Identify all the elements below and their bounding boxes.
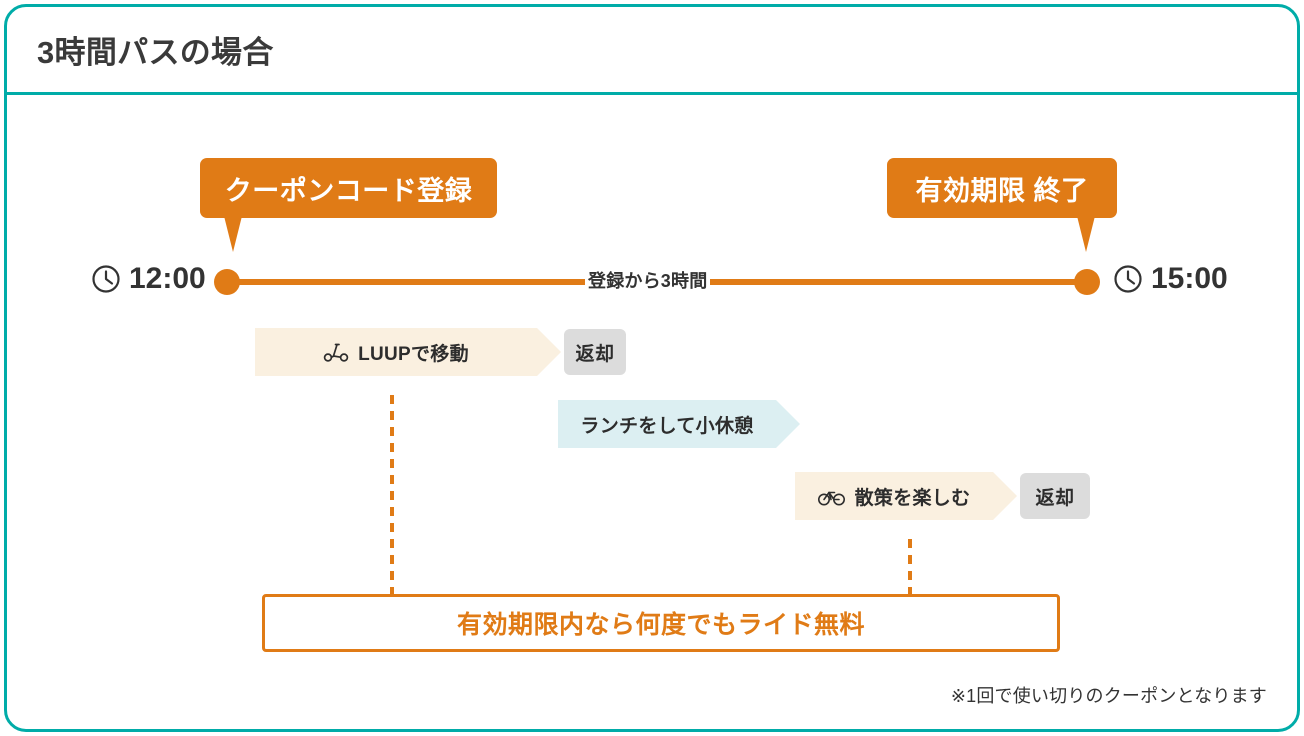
callout-expiry-end: 有効期限 終了 bbox=[887, 158, 1117, 252]
footnote-text: ※1回で使い切りのクーポンとなります bbox=[950, 686, 1267, 706]
activity-label-walk: 散策を楽しむ bbox=[854, 487, 971, 509]
timeline-duration-label: 登録から3時間 bbox=[585, 266, 711, 296]
callout-start-tail bbox=[224, 216, 242, 252]
connector-line-2 bbox=[908, 539, 912, 594]
timeline-end-dot bbox=[1074, 269, 1100, 295]
callout-start-label: クーポンコード登録 bbox=[224, 175, 473, 206]
scooter-icon bbox=[323, 342, 349, 362]
connector-line-1 bbox=[390, 395, 394, 594]
timeline-start-dot bbox=[214, 269, 240, 295]
return-badge-1: 返却 bbox=[564, 329, 626, 375]
timeline-end-time: 15:00 bbox=[1113, 262, 1228, 296]
bicycle-icon bbox=[818, 486, 846, 506]
activity-bar-ride: LUUPで移動 bbox=[255, 328, 561, 376]
highlight-banner: 有効期限内なら何度でもライド無料 bbox=[262, 594, 1060, 652]
timeline-start-time: 12:00 bbox=[91, 262, 206, 296]
return-badge-2: 返却 bbox=[1020, 473, 1090, 519]
callout-end-tail bbox=[1077, 216, 1095, 252]
callout-end-label: 有効期限 終了 bbox=[915, 175, 1089, 206]
info-card: 3時間パスの場合 クーポンコード登録 有効期限 終了 bbox=[4, 4, 1300, 732]
card-header: 3時間パスの場合 bbox=[7, 7, 1297, 95]
end-time-text: 15:00 bbox=[1151, 262, 1228, 295]
activity-label-lunch: ランチをして小休憩 bbox=[580, 415, 754, 437]
activity-bar-lunch: ランチをして小休憩 bbox=[558, 400, 800, 448]
activity-bar-walk: 散策を楽しむ bbox=[795, 472, 1017, 520]
activity-label-ride: LUUPで移動 bbox=[358, 343, 469, 365]
card-body: クーポンコード登録 有効期限 終了 12:00 bbox=[7, 98, 1297, 729]
start-time-text: 12:00 bbox=[129, 262, 206, 295]
page-title: 3時間パスの場合 bbox=[37, 35, 274, 70]
clock-icon bbox=[91, 264, 121, 294]
callout-coupon-registration: クーポンコード登録 bbox=[200, 158, 497, 252]
clock-icon bbox=[1113, 264, 1143, 294]
